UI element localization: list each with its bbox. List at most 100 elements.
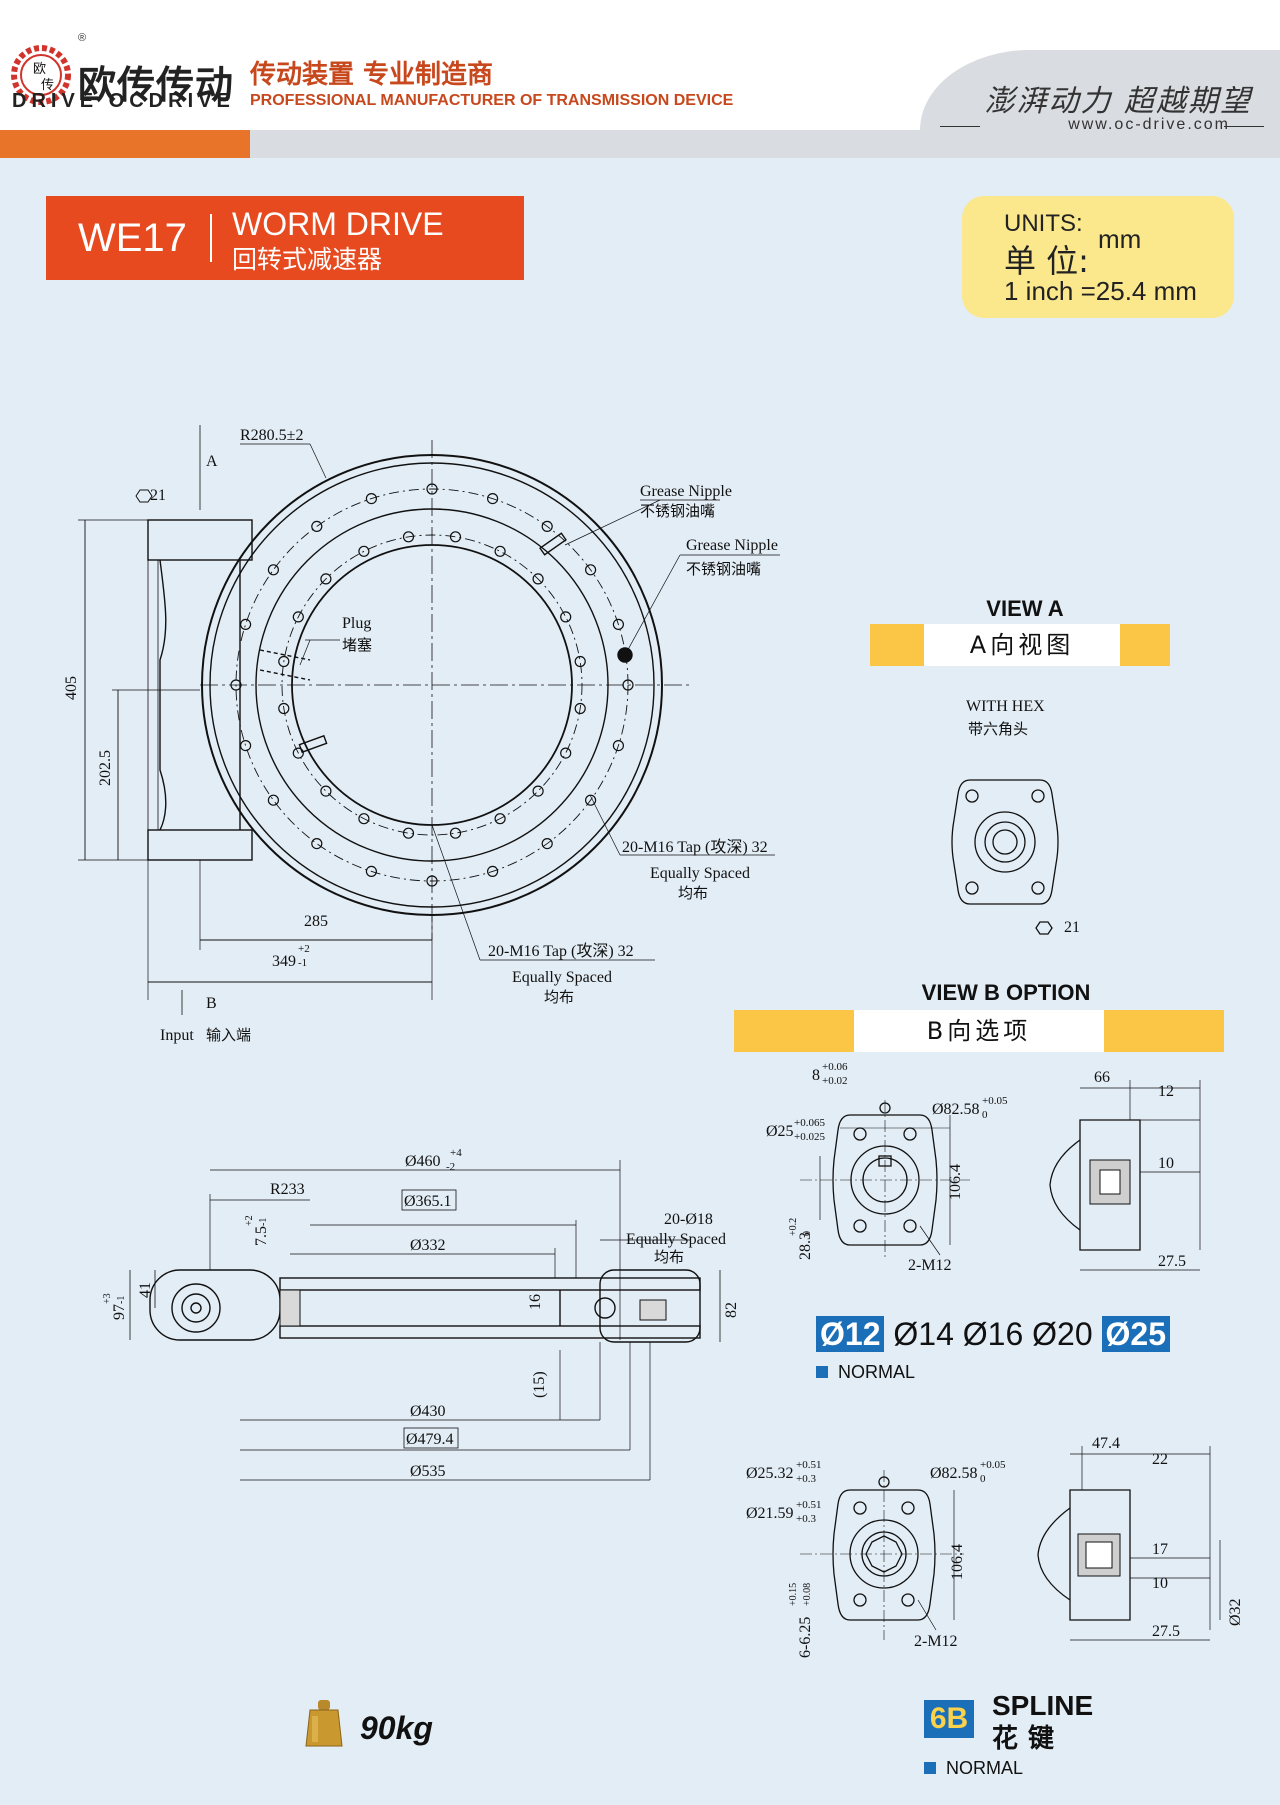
dim-7-5-tol-low: -1 <box>258 1218 269 1226</box>
spline-option-drawing: Ø25.32 +0.51 +0.3 Ø21.59 +0.51 +0.3 Ø82.… <box>746 1435 1240 1658</box>
spline-minor-tol-up: +0.51 <box>796 1499 821 1511</box>
d332-label: Ø332 <box>410 1237 446 1254</box>
spline-dim-106: 106.4 <box>949 1544 966 1580</box>
d535-label: Ø535 <box>410 1463 446 1480</box>
spline-pilot-tol-up: +0.05 <box>980 1459 1006 1471</box>
spline-dim-6-tol-low: +0.08 <box>802 1583 813 1606</box>
dim-7-5-tol-up: +2 <box>244 1215 255 1226</box>
shaft-size-options: Ø12 Ø14 Ø16 Ø20 Ø25 <box>816 1316 1170 1353</box>
bore-diameter: Ø25 <box>766 1123 794 1140</box>
spline-dim-10: 10 <box>1152 1575 1168 1592</box>
bolt-hole <box>278 655 290 668</box>
spline-code-badge: 6B <box>924 1700 974 1738</box>
keyway-tol-low: +0.02 <box>822 1075 847 1087</box>
equally-spaced-label-2: Equally Spaced <box>512 969 612 986</box>
keyway-width: 8 <box>812 1067 820 1084</box>
header-accent-band <box>0 130 250 158</box>
website-link[interactable]: www.oc-drive.com <box>1068 116 1230 133</box>
bolt-hole <box>560 747 572 759</box>
view-a-subtitle: A向视图 <box>924 624 1120 666</box>
equally-spaced-cn-1: 均布 <box>678 885 708 902</box>
spline-major-tol-up: +0.51 <box>796 1459 821 1471</box>
shaft-size-2: Ø14 <box>893 1316 954 1352</box>
bolt-hole <box>541 838 553 850</box>
pilot-tol-up: +0.05 <box>982 1095 1008 1107</box>
spline-dim-47: 47.4 <box>1092 1435 1120 1452</box>
slogan-cn: 传动装置 专业制造商 <box>250 60 494 90</box>
view-b-subtitle: B向选项 <box>854 1010 1104 1052</box>
dim-82-label: 82 <box>723 1302 740 1318</box>
logo-char-bottom: 传 <box>41 77 54 92</box>
bolt-hole <box>230 679 242 691</box>
dim-106-label: 106.4 <box>947 1164 964 1200</box>
outer-bolt-holes <box>230 483 634 887</box>
spline-dim-6: 6-6.25 <box>797 1617 814 1658</box>
dim-97-tol-up: +3 <box>102 1293 113 1304</box>
section-a-label: A <box>206 453 218 470</box>
units-value: mm <box>1098 224 1142 254</box>
bolt-hole <box>449 827 462 839</box>
spline-dim-17: 17 <box>1152 1541 1168 1558</box>
motto: 澎湃动力 超越期望 <box>984 84 1252 119</box>
bolt-hole <box>612 618 625 630</box>
bolt-hole <box>622 679 634 691</box>
dim-7-5-label: 7.5 <box>253 1226 270 1246</box>
registered-mark: ® <box>78 32 87 44</box>
bolt-hole <box>240 740 252 752</box>
view-a-hex-size: 21 <box>1064 919 1080 936</box>
bore-tol-up: +0.065 <box>794 1117 825 1129</box>
bolt-hole <box>320 573 332 585</box>
bolt-hole <box>612 740 625 752</box>
units-label: UNITS: <box>1004 210 1083 237</box>
equally-spaced-label-3: Equally Spaced <box>626 1231 726 1248</box>
dim-27-5-label: 27.5 <box>1158 1253 1186 1270</box>
input-label: Input <box>160 1027 194 1044</box>
header-swoosh <box>920 50 1280 158</box>
dim-349-tol-low: -1 <box>298 957 307 969</box>
units-label-cn: 单 位: <box>1004 242 1089 280</box>
tap-label-1: 20-M16 Tap (攻深) 32 <box>622 838 768 856</box>
equally-spaced-cn-2: 均布 <box>544 989 574 1006</box>
units-conversion: 1 inch =25.4 mm <box>1004 276 1197 306</box>
website-rule-left <box>940 126 980 127</box>
input-label-cn: 输入端 <box>206 1027 251 1044</box>
cross-section-drawing: Ø460 +4 -2 R233 Ø365.1 Ø332 20-Ø18 Equal… <box>102 1147 740 1481</box>
dim-285-label: 285 <box>304 913 328 930</box>
d460-tol-low: -2 <box>446 1161 455 1173</box>
bolt-hole <box>574 655 586 668</box>
bolt-hole <box>532 785 544 797</box>
d460-tol-up: +4 <box>450 1147 462 1159</box>
normal-label-1: NORMAL <box>838 1362 916 1382</box>
bolt-hole <box>449 531 462 543</box>
housing-top-flange <box>147 519 253 561</box>
d365-label: Ø365.1 <box>404 1193 452 1210</box>
spline-minor-dia: Ø21.59 <box>746 1505 794 1522</box>
d479-label: Ø479.4 <box>406 1431 454 1448</box>
main-front-view-drawing: R280.5±2 A B 21 Grease Nipple 不锈钢油嘴 Grea… <box>63 425 780 1044</box>
spline-major-tol-low: +0.3 <box>796 1473 816 1485</box>
spline-pilot-tol-low: 0 <box>980 1473 986 1485</box>
view-b-title: VIEW B OPTION <box>921 980 1091 1005</box>
bolt-hole <box>487 492 499 505</box>
bolt-hole <box>402 531 415 543</box>
legend-square-icon <box>924 1762 936 1774</box>
weight-icon <box>305 1700 343 1747</box>
normal-legend-2: NORMAL <box>924 1758 1023 1779</box>
brand-name-en: DRIVE OCDRIVE <box>12 90 235 112</box>
height-total-label: 405 <box>63 676 80 700</box>
legend-square-icon <box>816 1366 828 1378</box>
weight-value: 90kg <box>360 1710 433 1746</box>
grease-nipple-label-1: Grease Nipple <box>640 483 732 500</box>
bolt-hole <box>494 813 506 825</box>
keyway-tol-up: +0.06 <box>822 1061 848 1073</box>
grease-nipple-label-2: Grease Nipple <box>686 537 778 554</box>
bolt-hole <box>292 611 304 623</box>
dim-10-label: 10 <box>1158 1155 1174 1172</box>
equally-spaced-label-1: Equally Spaced <box>650 865 750 882</box>
radius-label: R280.5±2 <box>240 427 303 444</box>
model-number: WE17 <box>78 216 187 260</box>
d460-label: Ø460 <box>405 1153 441 1170</box>
bolt-hole <box>426 483 438 495</box>
bolt-hole <box>240 618 252 630</box>
spline-dim-22: 22 <box>1152 1451 1168 1468</box>
